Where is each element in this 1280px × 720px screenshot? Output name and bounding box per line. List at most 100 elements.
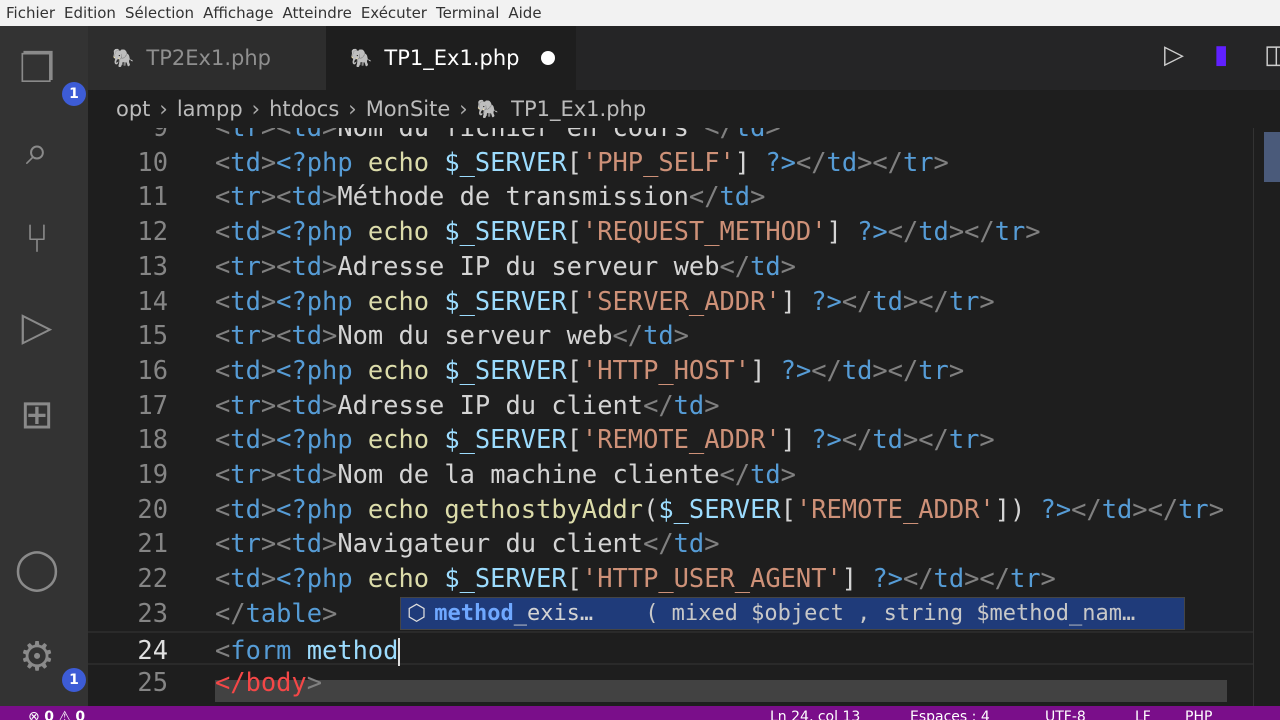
code-line[interactable]: 23</table> xyxy=(88,596,1253,631)
token-br: </ xyxy=(887,216,919,247)
breadcrumb-item[interactable]: htdocs xyxy=(269,97,340,121)
php-elephant-icon: 🐘 xyxy=(112,47,135,69)
menu-item[interactable]: Terminal xyxy=(435,4,500,22)
extensions-icon[interactable]: ⊞ xyxy=(20,392,54,438)
token-br: >< xyxy=(260,389,292,420)
run-debug-icon[interactable]: ▷ xyxy=(21,304,53,350)
code-line[interactable]: 16<td><?php echo $_SERVER['HTTP_HOST'] ?… xyxy=(88,353,1253,388)
menu-item[interactable]: Exécuter xyxy=(360,4,427,22)
tab-tp1-ex1[interactable]: 🐘TP1_Ex1.php xyxy=(326,26,576,90)
code-line[interactable]: 9<tr><td>Nom du fichier en cours </td> xyxy=(88,128,1253,145)
breadcrumb-item[interactable]: lampp xyxy=(176,97,243,121)
language-mode[interactable]: PHP xyxy=(1185,709,1213,720)
breadcrumb-item[interactable]: TP1_Ex1.php xyxy=(511,97,647,121)
token-php: ?> xyxy=(780,354,812,385)
search-icon[interactable]: ⌕ xyxy=(25,128,49,174)
token-br: > xyxy=(260,563,277,594)
minimap-slider[interactable] xyxy=(1264,132,1280,182)
indentation[interactable]: Espaces : 4 xyxy=(910,709,990,720)
settings-gear-icon[interactable]: ⚙ xyxy=(19,634,55,680)
code-line[interactable]: 18<td><?php echo $_SERVER['REMOTE_ADDR']… xyxy=(88,422,1253,457)
code-editor[interactable]: 9<tr><td>Nom du fichier en cours </td>10… xyxy=(88,128,1253,706)
code-text: <td><?php echo $_SERVER['HTTP_USER_AGENT… xyxy=(215,561,1056,596)
menu-item[interactable]: Atteindre xyxy=(282,4,352,22)
code-text: <tr><td>Nom du fichier en cours </td> xyxy=(215,128,781,145)
token-br: < xyxy=(215,250,231,281)
cursor-position[interactable]: Ln 24, col 13 xyxy=(770,709,861,720)
token-var: method xyxy=(306,634,399,665)
code-line[interactable]: 14<td><?php echo $_SERVER['SERVER_ADDR']… xyxy=(88,284,1253,319)
breadcrumb: opt›lampp›htdocs›MonSite›🐘TP1_Ex1.php xyxy=(88,90,1280,128)
token-tag: td xyxy=(841,354,873,385)
php-preview-icon[interactable]: ▮ xyxy=(1214,40,1229,70)
account-icon[interactable]: ◯ xyxy=(14,546,60,592)
token-br: > xyxy=(260,285,277,316)
token-tag: td xyxy=(291,128,322,142)
tab-label: TP2Ex1.php xyxy=(146,46,271,70)
run-debug-php-icon[interactable]: ▷ xyxy=(1164,40,1184,70)
code-line[interactable]: 19<tr><td>Nom de la machine cliente</td> xyxy=(88,457,1253,492)
token-var: $_SERVER xyxy=(444,563,567,594)
line-number: 15 xyxy=(137,320,168,351)
menu-bar: Fichier Edition Sélection Affichage Atteindr… xyxy=(0,0,1280,26)
code-line[interactable]: 13<tr><td>Adresse IP du serveur web</td> xyxy=(88,249,1253,284)
code-line[interactable]: 17<tr><td>Adresse IP du client</td> xyxy=(88,388,1253,423)
suggestion-rest: _exis… xyxy=(513,601,594,626)
token-tag: tr xyxy=(230,181,261,212)
minimap[interactable] xyxy=(1253,128,1280,706)
unsaved-dot-icon[interactable] xyxy=(541,51,556,65)
token-txt: [ xyxy=(566,563,582,594)
code-line[interactable]: 12<td><?php echo $_SERVER['REQUEST_METHO… xyxy=(88,214,1253,249)
errors-status[interactable]: ⊗ 0 ⚠ 0 xyxy=(28,706,85,720)
token-txt: ] xyxy=(841,563,873,594)
text-cursor xyxy=(398,637,401,666)
autocomplete-suggestion[interactable]: ⬡method_exis…( mixed $object , string $m… xyxy=(400,597,1185,630)
end-of-line[interactable]: LF xyxy=(1135,709,1151,720)
source-control-icon[interactable]: ⑂ xyxy=(25,216,49,262)
code-line[interactable]: 10<td><?php echo $_SERVER['PHP_SELF'] ?>… xyxy=(88,145,1253,180)
token-kw: echo xyxy=(367,146,445,177)
breadcrumb-item[interactable]: opt xyxy=(116,97,151,121)
token-tag: td xyxy=(230,424,261,455)
menu-item[interactable]: Aide xyxy=(508,4,542,22)
token-br: < xyxy=(215,424,231,455)
menu-item[interactable]: Edition xyxy=(64,4,116,22)
token-br: > xyxy=(704,389,720,420)
code-line[interactable]: 11<tr><td>Méthode de transmission</td> xyxy=(88,179,1253,214)
code-line[interactable]: 25</body> xyxy=(88,665,1253,700)
token-br: >< xyxy=(260,181,292,212)
line-number: 21 xyxy=(137,528,168,559)
token-php: ?> xyxy=(872,563,903,594)
cube-icon: ⬡ xyxy=(407,601,427,626)
token-tag: tr xyxy=(230,389,261,420)
horizontal-scrollbar[interactable] xyxy=(215,680,1227,702)
token-txt: [ xyxy=(566,424,582,455)
code-line[interactable]: 20<td><?php echo gethostbyAddr($_SERVER[… xyxy=(88,492,1253,527)
token-br: ></ xyxy=(872,354,919,385)
token-br: > xyxy=(322,128,337,142)
code-line[interactable]: 15<tr><td>Nom du serveur web</td> xyxy=(88,318,1253,353)
token-kw: echo xyxy=(367,354,445,385)
token-txt: ] xyxy=(734,146,766,177)
token-br: < xyxy=(215,389,231,420)
tab-tp2ex1[interactable]: 🐘 TP2Ex1.php xyxy=(88,26,326,90)
token-kw: echo xyxy=(367,424,445,455)
encoding[interactable]: UTF-8 xyxy=(1045,709,1086,720)
token-br: </ xyxy=(643,528,674,559)
code-text: <tr><td>Nom de la machine cliente</td> xyxy=(215,457,796,492)
code-line[interactable]: 24<form method xyxy=(88,630,1253,666)
code-line[interactable]: 21<tr><td>Navigateur du client</td> xyxy=(88,526,1253,561)
line-number: 17 xyxy=(137,389,168,420)
menu-item[interactable]: Sélection xyxy=(124,4,195,22)
breadcrumb-item[interactable]: MonSite xyxy=(365,97,451,121)
token-br: </ xyxy=(811,354,842,385)
token-br: > xyxy=(306,667,323,698)
menu-item[interactable]: Affichage xyxy=(203,4,274,22)
token-br: < xyxy=(215,563,231,594)
token-txt: ]) xyxy=(994,493,1041,524)
code-line[interactable]: 22<td><?php echo $_SERVER['HTTP_USER_AGE… xyxy=(88,561,1253,596)
split-editor-icon[interactable]: ◫ xyxy=(1264,40,1280,70)
menu-item[interactable]: Fichier xyxy=(6,4,56,22)
token-tag: td xyxy=(291,459,323,489)
explorer-icon[interactable]: ❐ xyxy=(19,46,55,92)
